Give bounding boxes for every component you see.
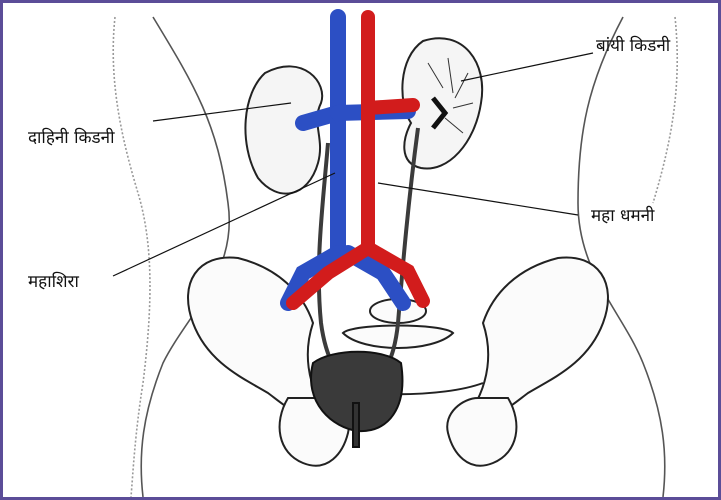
label-vena-cava: महाशिरा: [28, 269, 79, 292]
leader-left-kidney: [461, 53, 593, 81]
label-left-kidney: बांयी किडनी: [596, 33, 670, 56]
label-right-kidney: दाहिनी किडनी: [28, 125, 115, 148]
leader-lines: [113, 53, 593, 276]
right-kidney: [245, 66, 322, 193]
urinary-system-illustration: [3, 3, 718, 497]
label-aorta: महा धमनी: [591, 203, 654, 226]
